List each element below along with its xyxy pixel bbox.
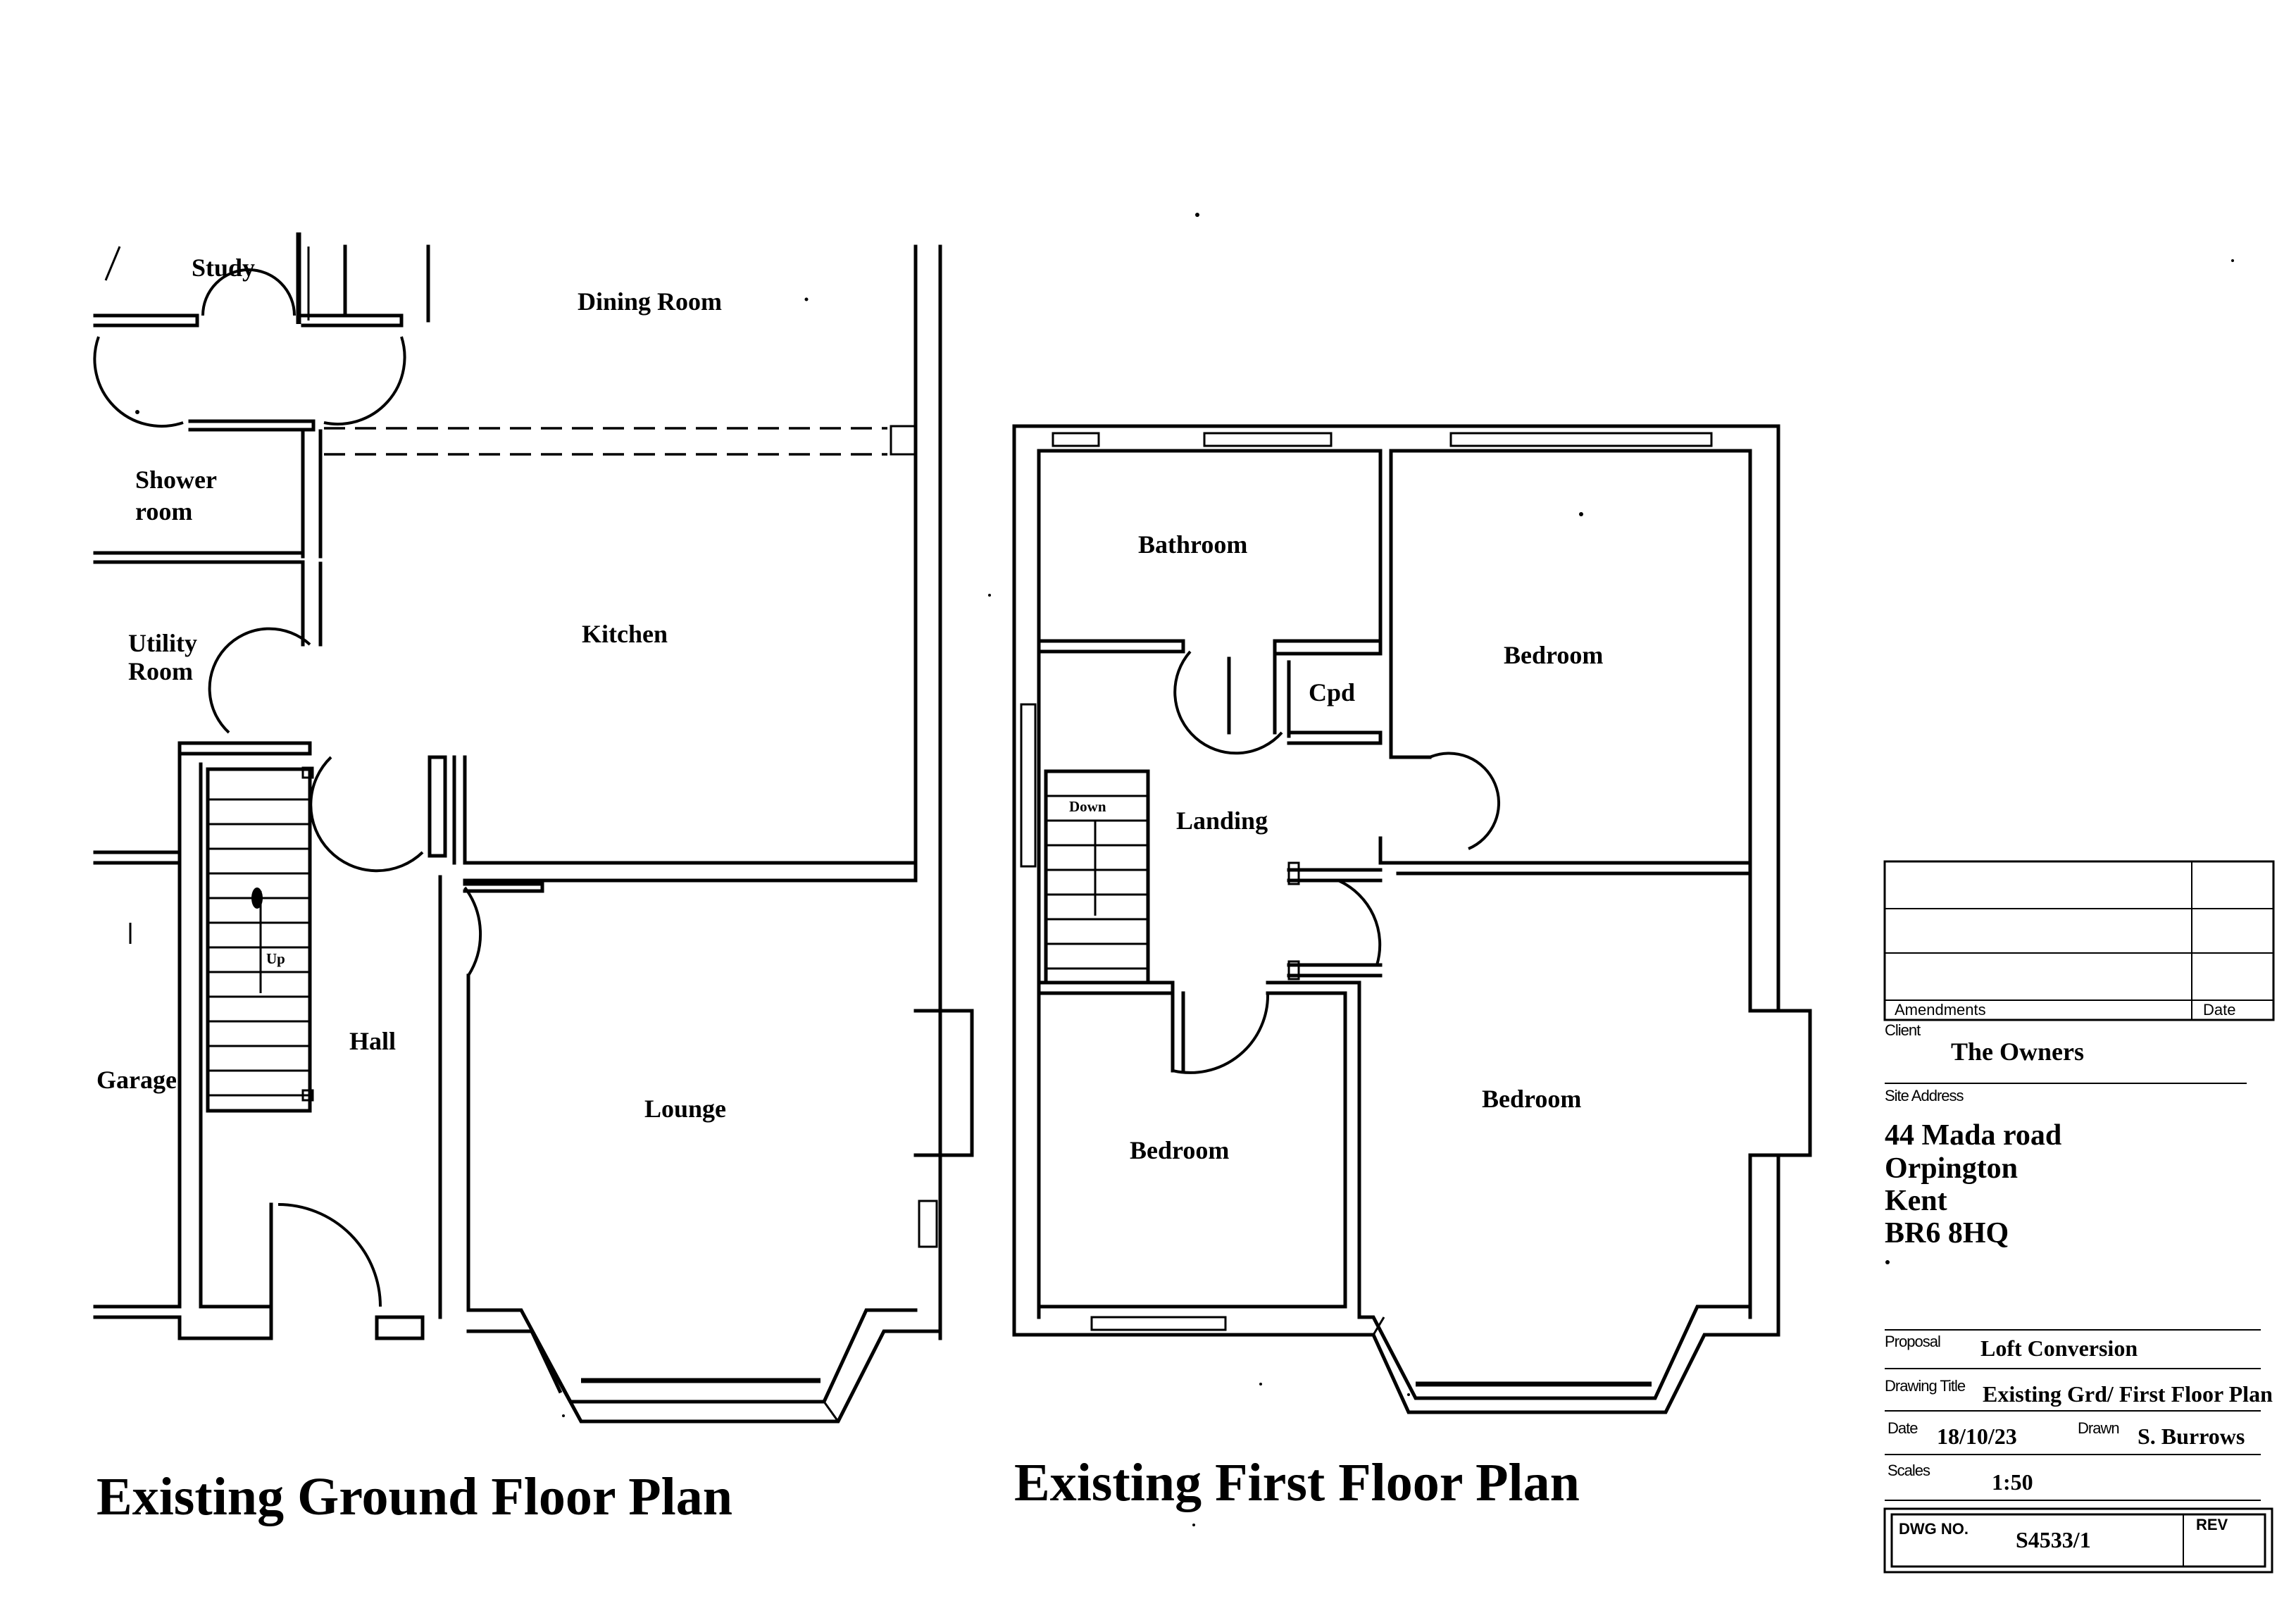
lounge-bay-window bbox=[466, 1308, 942, 1424]
ground-floor-plan: Study Dining Room Shower room Utility Ro… bbox=[93, 232, 974, 1526]
room-label-dining-room: Dining Room bbox=[578, 287, 722, 316]
bathroom-walls bbox=[1037, 449, 1393, 759]
address-line-1: 44 Mada road bbox=[1885, 1119, 2061, 1152]
kitchen-lounge-walls bbox=[428, 755, 918, 1319]
hall-doors bbox=[277, 756, 482, 1307]
first-floor-plan: Bathroom Bedroom Cpd Landing Bedroom Bed… bbox=[1012, 424, 1812, 1512]
bedroom-rear-partition bbox=[1378, 752, 1752, 876]
client-name: The Owners bbox=[1951, 1038, 2084, 1066]
room-label-kitchen: Kitchen bbox=[582, 620, 668, 648]
drawing-title-value: Existing Grd/ First Floor Plan bbox=[1983, 1381, 2273, 1407]
room-label-hall: Hall bbox=[349, 1027, 396, 1055]
room-label-bedroom-rear-right: Bedroom bbox=[1504, 641, 1603, 669]
stair-label-up: Up bbox=[266, 950, 285, 967]
dwg-no-label: DWG NO. bbox=[1899, 1520, 1969, 1538]
room-label-lounge: Lounge bbox=[644, 1095, 726, 1123]
address-line-3: Kent bbox=[1885, 1185, 1947, 1217]
title-block: Amendments Date Client The Owners Site A… bbox=[1883, 860, 2275, 1574]
bedroom-front-bay bbox=[1357, 1304, 1780, 1414]
site-address-label: Site Address bbox=[1885, 1087, 1964, 1104]
room-label-utility-line2: Room bbox=[128, 657, 193, 685]
room-label-shower-line2: room bbox=[135, 497, 192, 525]
room-label-bedroom-front-right: Bedroom bbox=[1482, 1085, 1581, 1113]
ground-floor-title: Existing Ground Floor Plan bbox=[96, 1467, 732, 1526]
shower-utility-walls bbox=[93, 419, 323, 734]
first-floor-title: Existing First Floor Plan bbox=[1014, 1453, 1580, 1512]
address-line-2: Orpington bbox=[1885, 1152, 2018, 1185]
amendments-date-label: Date bbox=[2203, 1001, 2235, 1019]
client-label: Client bbox=[1885, 1021, 1921, 1039]
stair-label-down: Down bbox=[1069, 798, 1106, 815]
dwg-no-value: S4533/1 bbox=[2016, 1527, 2091, 1552]
scale-value: 1:50 bbox=[1992, 1469, 2033, 1495]
room-label-garage: Garage bbox=[96, 1066, 177, 1094]
ground-stair bbox=[206, 766, 314, 1113]
lounge-chimney bbox=[913, 1009, 974, 1249]
room-label-utility-line1: Utility bbox=[128, 629, 197, 657]
scan-specks bbox=[135, 213, 2234, 1526]
room-label-cupboard: Cpd bbox=[1309, 678, 1355, 706]
room-label-study: Study bbox=[192, 254, 255, 282]
first-floor-outer-walls bbox=[1012, 424, 1780, 1337]
study-walls bbox=[93, 232, 430, 428]
date-label: Date bbox=[1888, 1419, 1918, 1437]
proposal-label: Proposal bbox=[1885, 1333, 1940, 1350]
room-label-bathroom: Bathroom bbox=[1138, 530, 1247, 559]
amendments-table bbox=[1883, 860, 2275, 1021]
cupboard-walls bbox=[1273, 639, 1383, 745]
address-line-4: BR6 8HQ bbox=[1885, 1217, 2009, 1250]
drawing-title-label: Drawing Title bbox=[1885, 1377, 1966, 1395]
drawn-label: Drawn bbox=[2078, 1419, 2119, 1437]
drawn-value: S. Burrows bbox=[2138, 1424, 2245, 1449]
landing-doors bbox=[1287, 861, 1383, 980]
rev-label: REV bbox=[2196, 1516, 2228, 1533]
pier bbox=[890, 425, 917, 456]
hall-stair-walls bbox=[93, 741, 425, 1340]
amendments-label: Amendments bbox=[1895, 1001, 1986, 1019]
room-label-shower-line1: Shower bbox=[135, 466, 217, 494]
date-value: 18/10/23 bbox=[1937, 1424, 2017, 1449]
scales-label: Scales bbox=[1888, 1462, 1930, 1479]
dwg-no-box bbox=[1883, 1507, 2273, 1574]
room-label-bedroom-left: Bedroom bbox=[1130, 1136, 1229, 1164]
bedroom-left-walls bbox=[1012, 980, 1375, 1337]
room-label-landing: Landing bbox=[1176, 806, 1268, 835]
first-floor-chimney bbox=[1748, 1009, 1812, 1157]
proposal-value: Loft Conversion bbox=[1980, 1335, 2138, 1361]
